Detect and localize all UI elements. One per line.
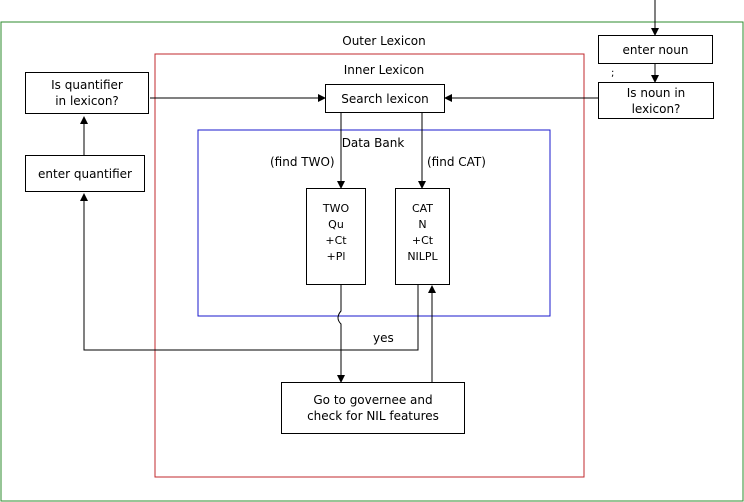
arrow-yes-to-enter-quantifier xyxy=(80,193,419,351)
outer-lexicon-frame xyxy=(0,21,744,502)
is-noun-text: Is noun in lexicon? xyxy=(626,85,686,116)
cat-feature-count: +Ct xyxy=(411,234,434,247)
cat-category: N xyxy=(418,218,427,231)
is-quantifier-box: Is quantifier in lexicon? xyxy=(25,72,149,114)
enter-noun-text: enter noun xyxy=(622,42,689,57)
find-two-label: (find TWO) xyxy=(270,155,335,169)
cat-word: CAT xyxy=(411,202,434,215)
two-feature-plural: +Pl xyxy=(326,250,346,263)
cat-entry-box: CAT N +Ct NILPL xyxy=(395,188,450,285)
data-bank-label: Data Bank xyxy=(341,136,405,150)
two-feature-list: TWO Qu +Ct +Pl xyxy=(307,201,365,265)
cat-feature-plural: NILPL xyxy=(407,250,438,263)
outer-lexicon-label: Outer Lexicon xyxy=(342,34,426,48)
yes-label: yes xyxy=(373,331,394,345)
search-lexicon-text: Search lexicon xyxy=(341,91,429,106)
enter-noun-box: enter noun xyxy=(598,35,713,64)
stray-mark: ; xyxy=(611,68,615,79)
governee-box: Go to governee and check for NIL feature… xyxy=(281,382,465,434)
enter-quantifier-text: enter quantifier xyxy=(38,166,132,181)
find-cat-label: (find CAT) xyxy=(427,155,486,169)
data-bank-frame xyxy=(197,129,551,317)
search-lexicon-box: Search lexicon xyxy=(325,84,445,113)
two-word: TWO xyxy=(322,202,350,215)
cat-feature-list: CAT N +Ct NILPL xyxy=(396,201,449,265)
two-category: Qu xyxy=(328,218,344,231)
enter-quantifier-box: enter quantifier xyxy=(25,155,145,192)
two-entry-box: TWO Qu +Ct +Pl xyxy=(306,188,366,285)
is-noun-box: Is noun in lexicon? xyxy=(598,82,714,119)
inner-lexicon-frame xyxy=(154,53,585,478)
arrow-two-to-governee xyxy=(337,285,345,383)
is-quantifier-text: Is quantifier in lexicon? xyxy=(51,78,123,108)
two-feature-count: +Ct xyxy=(325,234,347,247)
governee-text: Go to governee and check for NIL feature… xyxy=(307,393,439,423)
inner-lexicon-label: Inner Lexicon xyxy=(343,63,425,77)
